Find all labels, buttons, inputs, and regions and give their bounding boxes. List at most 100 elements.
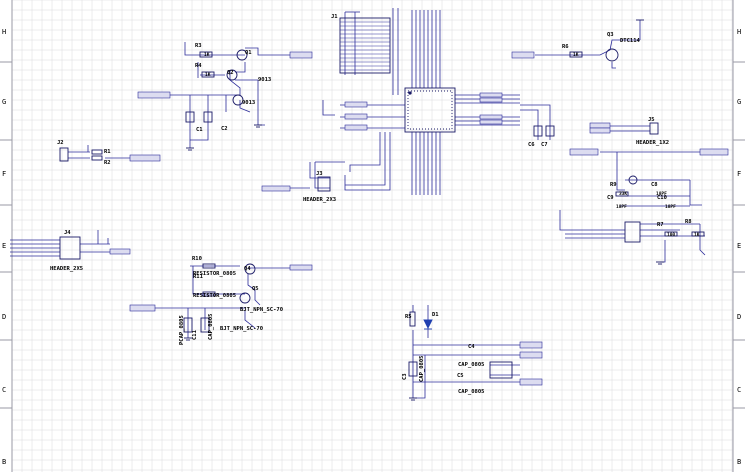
value-labels: 1K 1K 1K 33K 18PF 18PF 18PF 100 1K: [204, 52, 700, 238]
led-d1: [423, 319, 433, 330]
resistor-r1: [91, 149, 103, 155]
wires: [10, 8, 715, 399]
label-r8: R8: [685, 219, 692, 225]
label-q1: Q1: [245, 50, 252, 56]
j2-connector: [59, 147, 69, 162]
value-c10: 18PF: [665, 204, 676, 210]
mcu-chip: [404, 87, 456, 133]
value-r8: 1K: [694, 232, 700, 238]
ic-right: [624, 221, 641, 243]
label-d1: D1: [432, 312, 439, 318]
row-letter: C: [2, 386, 6, 394]
label-c11: C11: [192, 329, 198, 340]
row-letter: H: [2, 28, 6, 36]
label-r2: R2: [104, 160, 111, 166]
ground-symbols: [184, 19, 664, 401]
value-r3: 1K: [204, 52, 210, 58]
capacitor-c5: [489, 361, 513, 379]
resistor-r8: [691, 231, 705, 237]
label-c3: C3: [402, 373, 408, 380]
label-header-1x2: HEADER_1X2: [636, 140, 669, 146]
row-letter: D: [2, 313, 6, 321]
label-c6: C6: [528, 142, 535, 148]
value-r4: 1K: [205, 72, 211, 78]
resistor-r10: [202, 263, 216, 269]
value-r9: 33K: [619, 191, 627, 197]
label-c1: C1: [196, 127, 203, 133]
label-cap0805-c: CAP_0805: [419, 356, 425, 383]
transistor-9013: [232, 94, 244, 106]
label-9013b: 9013: [242, 100, 255, 106]
label-r5: R5: [405, 314, 412, 320]
label-r7: R7: [657, 222, 664, 228]
resistor-r4: [201, 71, 215, 78]
resistor-r7: [664, 231, 678, 237]
parts: [59, 17, 705, 401]
mcu-bottom-pins: [411, 132, 441, 195]
j3-connector: [317, 176, 331, 192]
label-header-2x3: HEADER_2X3: [303, 197, 336, 203]
resistor-r3: [199, 51, 213, 58]
label-resistor-b: RESISTOR_0805: [193, 293, 236, 299]
label-bjt-b: BJT_NPN_SC-70: [220, 326, 263, 332]
row-letter: H: [737, 28, 741, 36]
resistor-r9: [615, 191, 629, 197]
label-r1: R1: [104, 149, 111, 155]
row-letter: B: [737, 458, 741, 466]
j4-connector: [59, 236, 81, 260]
label-r10: R10: [192, 256, 202, 262]
label-j1: J1: [331, 14, 338, 20]
value-c8: 18PF: [656, 191, 667, 197]
label-header-2x5: HEADER_2X5: [50, 266, 83, 272]
label-r11: R11: [193, 274, 204, 280]
label-q2: Q2: [227, 70, 234, 76]
label-bjt-a: BJT_NPN_SC-70: [240, 307, 283, 313]
component-labels: R3 R4 Q1 Q2 9013 9013 C1 C2 J1 R6 Q3 DTC…: [50, 14, 692, 395]
row-letter: B: [2, 458, 6, 466]
value-r7: 100: [667, 232, 675, 238]
label-r4: R4: [195, 63, 202, 69]
row-letter: E: [2, 242, 6, 250]
label-c2: C2: [221, 126, 228, 132]
row-letter: F: [737, 170, 741, 178]
label-j2: J2: [57, 140, 64, 146]
transistor-q3: [605, 48, 619, 62]
row-letter: F: [2, 170, 6, 178]
label-c4: C4: [468, 344, 475, 350]
capacitor-c12: [200, 317, 210, 333]
border-row-letters: H G F E D C B H G F E D C B: [2, 28, 741, 466]
label-r6: R6: [562, 44, 569, 50]
label-9013a: 9013: [258, 77, 271, 83]
resistor-r6: [569, 51, 583, 58]
row-letter: D: [737, 313, 741, 321]
label-pcap: PCAP_0805: [179, 315, 185, 345]
transistor-q2: [226, 69, 238, 81]
capacitor-c7: [545, 125, 555, 137]
capacitor-c11: [183, 317, 193, 333]
j5-connector: [649, 122, 659, 135]
rotated-labels: C11 PCAP_0805 CAP_0805 C3 CAP_0805: [179, 314, 425, 383]
value-c9: 18PF: [616, 204, 627, 210]
net-tags: [109, 51, 729, 386]
capacitor-c1b: [203, 111, 213, 123]
label-q3: Q3: [607, 32, 614, 38]
label-q5: Q5: [252, 286, 259, 292]
resistor-r5: [409, 311, 416, 327]
label-dtc114: DTC114: [620, 38, 641, 44]
row-letter: C: [737, 386, 741, 394]
resistor-r2: [91, 155, 103, 161]
resistor-r11: [202, 291, 216, 297]
mcu-top-pins: [411, 10, 441, 88]
label-r3: R3: [195, 43, 202, 49]
label-c7: C7: [541, 142, 548, 148]
label-j3: J3: [316, 171, 323, 177]
capacitor-c3: [408, 361, 418, 377]
label-j4: J4: [64, 230, 71, 236]
label-c9: C9: [607, 195, 614, 201]
label-cap0805-v: CAP_0805: [208, 314, 214, 341]
crystal: [628, 175, 638, 185]
row-letter: G: [737, 98, 741, 106]
